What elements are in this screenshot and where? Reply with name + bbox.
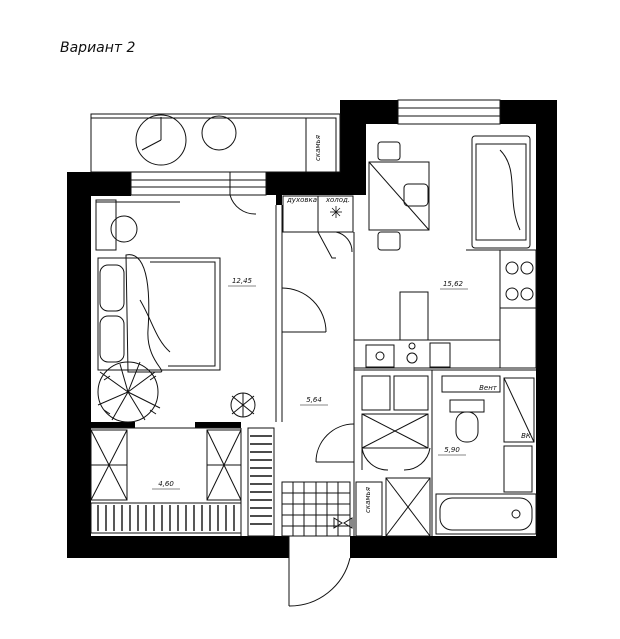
snowflake-icon — [330, 206, 342, 218]
hallway-area-label: 5,64 — [306, 396, 322, 404]
hallway — [247, 340, 383, 607]
living-kitchen — [282, 135, 537, 369]
balcony-bench-label: скамья — [314, 135, 322, 161]
walls — [67, 100, 557, 558]
living-area-label: 15,62 — [443, 280, 464, 288]
dressing-room — [90, 427, 242, 536]
bedroom — [95, 199, 327, 423]
balcony-stool-icon — [201, 115, 237, 151]
bathtub-icon — [435, 493, 537, 535]
hall-bench-label: скамья — [364, 487, 372, 513]
balcony — [90, 113, 341, 173]
balcony-table-icon — [135, 114, 187, 166]
small-plant-icon — [230, 392, 256, 418]
dressing-area-label: 4,60 — [158, 480, 174, 488]
vent-label: Вент — [479, 384, 498, 392]
fridge-label: холод. — [325, 196, 350, 204]
bedroom-area-label: 12,45 — [232, 277, 253, 285]
bathroom-area-label: 5,90 — [444, 446, 460, 454]
balcony-door — [229, 172, 257, 215]
oven-label: духовка — [286, 196, 317, 204]
bathroom — [354, 369, 537, 537]
bed-icon — [97, 254, 221, 373]
windows — [130, 99, 501, 196]
chair-icon — [110, 215, 138, 243]
bowtie-icon — [333, 517, 353, 529]
plan-title: Вариант 2 — [60, 40, 136, 56]
boiler-icon — [503, 377, 535, 443]
boiler-label: ВК — [521, 432, 532, 440]
dining-table-icon — [368, 161, 430, 231]
sofa-icon — [471, 135, 531, 249]
plant-icon — [97, 361, 161, 423]
toilet-icon — [449, 399, 485, 443]
